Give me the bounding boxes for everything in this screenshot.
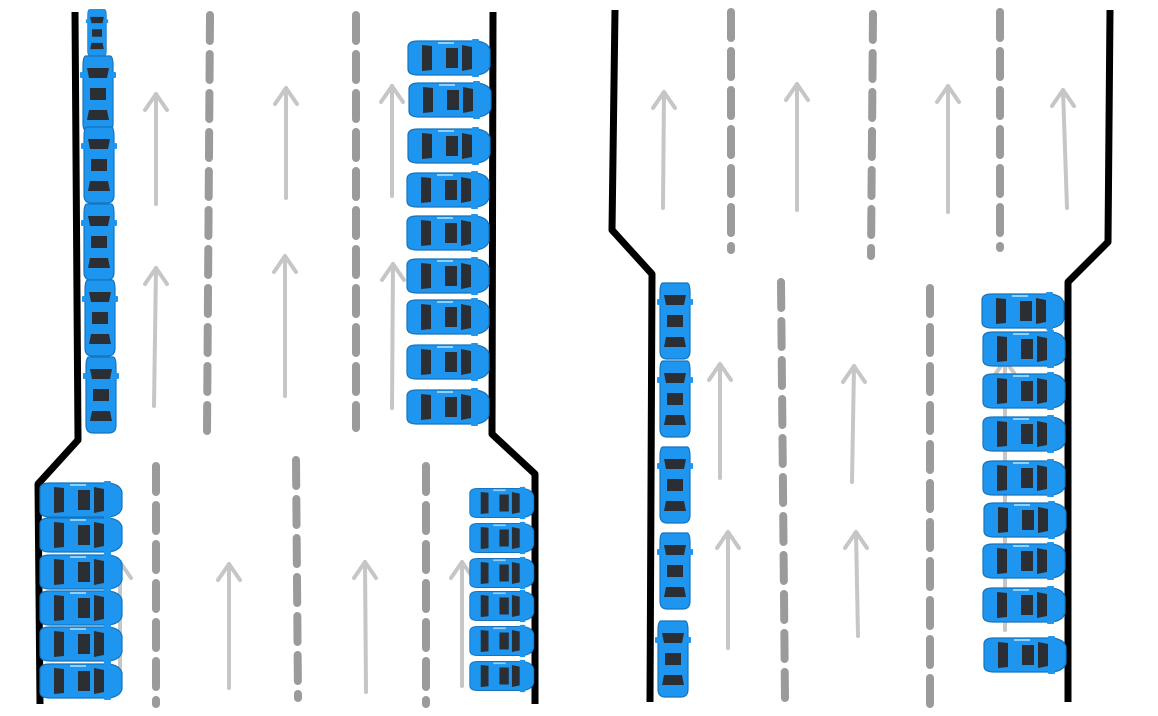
car-icon xyxy=(39,480,123,520)
lane-marking xyxy=(777,278,789,704)
car-icon xyxy=(80,203,118,281)
car-icon xyxy=(468,588,535,624)
arrow-up-icon xyxy=(272,254,298,398)
arrow-up-icon xyxy=(216,562,242,690)
arrow-up-icon xyxy=(843,530,869,638)
arrow-up-icon xyxy=(143,92,169,206)
car-icon xyxy=(406,342,490,382)
car-icon xyxy=(982,541,1066,581)
car-icon xyxy=(656,532,694,610)
car-icon xyxy=(982,329,1066,369)
car-icon xyxy=(983,500,1067,540)
car-icon xyxy=(81,279,119,357)
car-icon xyxy=(656,360,694,438)
arrow-up-icon xyxy=(352,560,378,694)
car-icon xyxy=(468,486,535,521)
car-icon xyxy=(982,458,1066,498)
car-icon xyxy=(656,282,694,360)
car-icon xyxy=(408,80,492,120)
car-icon xyxy=(468,520,535,556)
arrow-up-icon xyxy=(707,362,733,480)
right-road xyxy=(608,8,1114,708)
car-icon xyxy=(80,126,118,204)
arrow-up-icon xyxy=(273,86,299,200)
car-icon xyxy=(85,9,109,57)
arrow-up-icon xyxy=(784,82,810,212)
lane-marking xyxy=(867,10,877,260)
car-icon xyxy=(981,291,1065,331)
left-curb xyxy=(608,9,656,703)
car-icon xyxy=(654,620,692,698)
car-icon xyxy=(39,624,123,664)
car-icon xyxy=(468,555,535,591)
car-icon xyxy=(406,170,490,210)
arrow-up-icon xyxy=(715,530,741,650)
lane-marking xyxy=(292,456,302,702)
right-curb xyxy=(1064,9,1114,702)
car-icon xyxy=(407,38,491,78)
car-icon xyxy=(983,635,1067,675)
car-icon xyxy=(982,585,1066,625)
arrow-up-icon xyxy=(143,266,169,408)
arrow-up-icon xyxy=(379,84,405,198)
car-icon xyxy=(656,446,694,524)
arrow-up-icon xyxy=(1050,88,1076,210)
car-icon xyxy=(406,297,490,337)
arrow-up-icon xyxy=(935,84,961,214)
arrow-up-icon xyxy=(380,262,406,410)
left-curb xyxy=(34,11,82,705)
lane-marking xyxy=(203,11,214,436)
arrow-up-icon xyxy=(841,364,867,484)
car-icon xyxy=(79,55,117,133)
car-icon xyxy=(406,387,490,427)
car-icon xyxy=(39,515,123,555)
car-icon xyxy=(82,356,120,434)
car-icon xyxy=(407,126,491,166)
arrow-up-icon xyxy=(651,90,677,210)
car-icon xyxy=(406,213,490,253)
car-icon xyxy=(39,588,123,628)
left-road xyxy=(34,9,539,708)
car-icon xyxy=(468,623,535,659)
car-icon xyxy=(982,371,1066,411)
car-icon xyxy=(39,661,123,701)
car-icon xyxy=(982,414,1066,454)
car-icon xyxy=(406,256,490,296)
car-icon xyxy=(468,658,535,694)
car-icon xyxy=(39,552,123,592)
right-curb xyxy=(488,11,539,704)
